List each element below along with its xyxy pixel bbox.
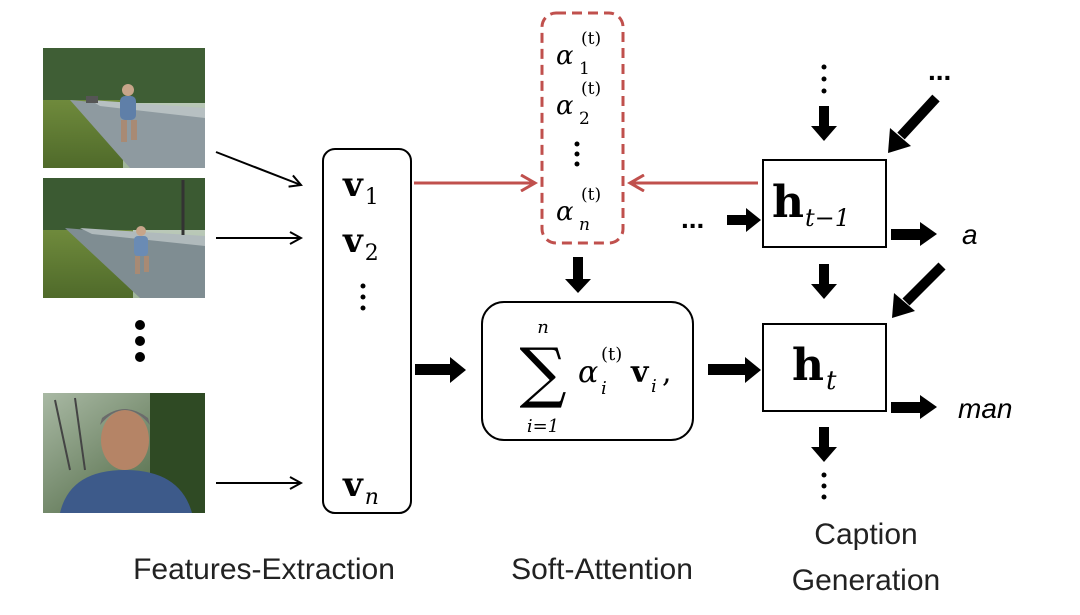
- arrow-left-to-hprev: [727, 208, 761, 232]
- arrow-top-to-hprev: [811, 106, 837, 141]
- weighted-sum-box: [481, 301, 694, 441]
- vertical-dots-top: [821, 64, 827, 94]
- alpha-ellipsis: [574, 141, 580, 167]
- stage-label-caption-1: Caption: [814, 518, 917, 551]
- feature-vn: vn: [342, 465, 379, 510]
- svg-text:∑: ∑: [519, 334, 566, 411]
- frame-face: [43, 393, 205, 513]
- svg-text:i: i: [651, 376, 657, 397]
- frame-ellipsis: [135, 320, 145, 362]
- vertical-dots-bottom: [821, 472, 827, 500]
- svg-text:v: v: [630, 355, 650, 390]
- arrow-sum-to-ht: [708, 357, 761, 383]
- hidden-state-curr-label: ht: [792, 340, 837, 396]
- svg-text:i=1: i=1: [527, 416, 559, 437]
- arrow-hprev-to-output: [891, 222, 937, 246]
- weighted-sum-formula: n ∑ i=1 α (t) i v i ,: [519, 317, 671, 437]
- attention-weights-box: [540, 11, 625, 245]
- arrow-frame1-to-v1: [215, 151, 301, 185]
- alpha-2: α(t)2: [556, 79, 601, 129]
- frame-running-2: [43, 178, 205, 298]
- arrow-diag-to-hcurr: [892, 262, 946, 318]
- alpha-1: α(t)1: [556, 29, 601, 79]
- arrow-hcurr-to-output: [891, 395, 937, 419]
- hidden-state-curr-box: [762, 323, 887, 412]
- stage-label-features: Features-Extraction: [133, 553, 395, 586]
- arrow-attention-to-sum: [565, 257, 591, 293]
- arrow-hprev-to-hcurr: [811, 264, 837, 299]
- feature-v1: v1: [342, 165, 379, 210]
- frame-running-1: [43, 48, 205, 168]
- feature-v2: v2: [342, 221, 379, 266]
- stage-label-caption-2: Generation: [792, 564, 940, 597]
- alpha-n: α(t)n: [556, 185, 601, 235]
- output-word-a: a: [962, 219, 978, 250]
- feature-vector-box: [322, 148, 412, 514]
- stage-label-attention: Soft-Attention: [511, 553, 693, 586]
- ellipsis-left: ...: [681, 203, 704, 234]
- hidden-state-prev-label: ht−1: [772, 177, 850, 232]
- svg-text:(t): (t): [601, 344, 622, 365]
- arrow-hcurr-down: [811, 427, 837, 462]
- arrow-diag-to-hprev: [888, 94, 940, 153]
- ellipsis-top-right: ...: [928, 55, 951, 86]
- arrow-features-to-sum: [415, 357, 466, 383]
- svg-text:α: α: [578, 355, 598, 390]
- output-word-man: man: [958, 393, 1012, 424]
- svg-text:,: ,: [662, 355, 672, 390]
- svg-text:i: i: [601, 378, 607, 399]
- feature-ellipsis: [360, 283, 366, 311]
- svg-text:n: n: [537, 317, 549, 338]
- hidden-state-prev-box: [762, 159, 887, 248]
